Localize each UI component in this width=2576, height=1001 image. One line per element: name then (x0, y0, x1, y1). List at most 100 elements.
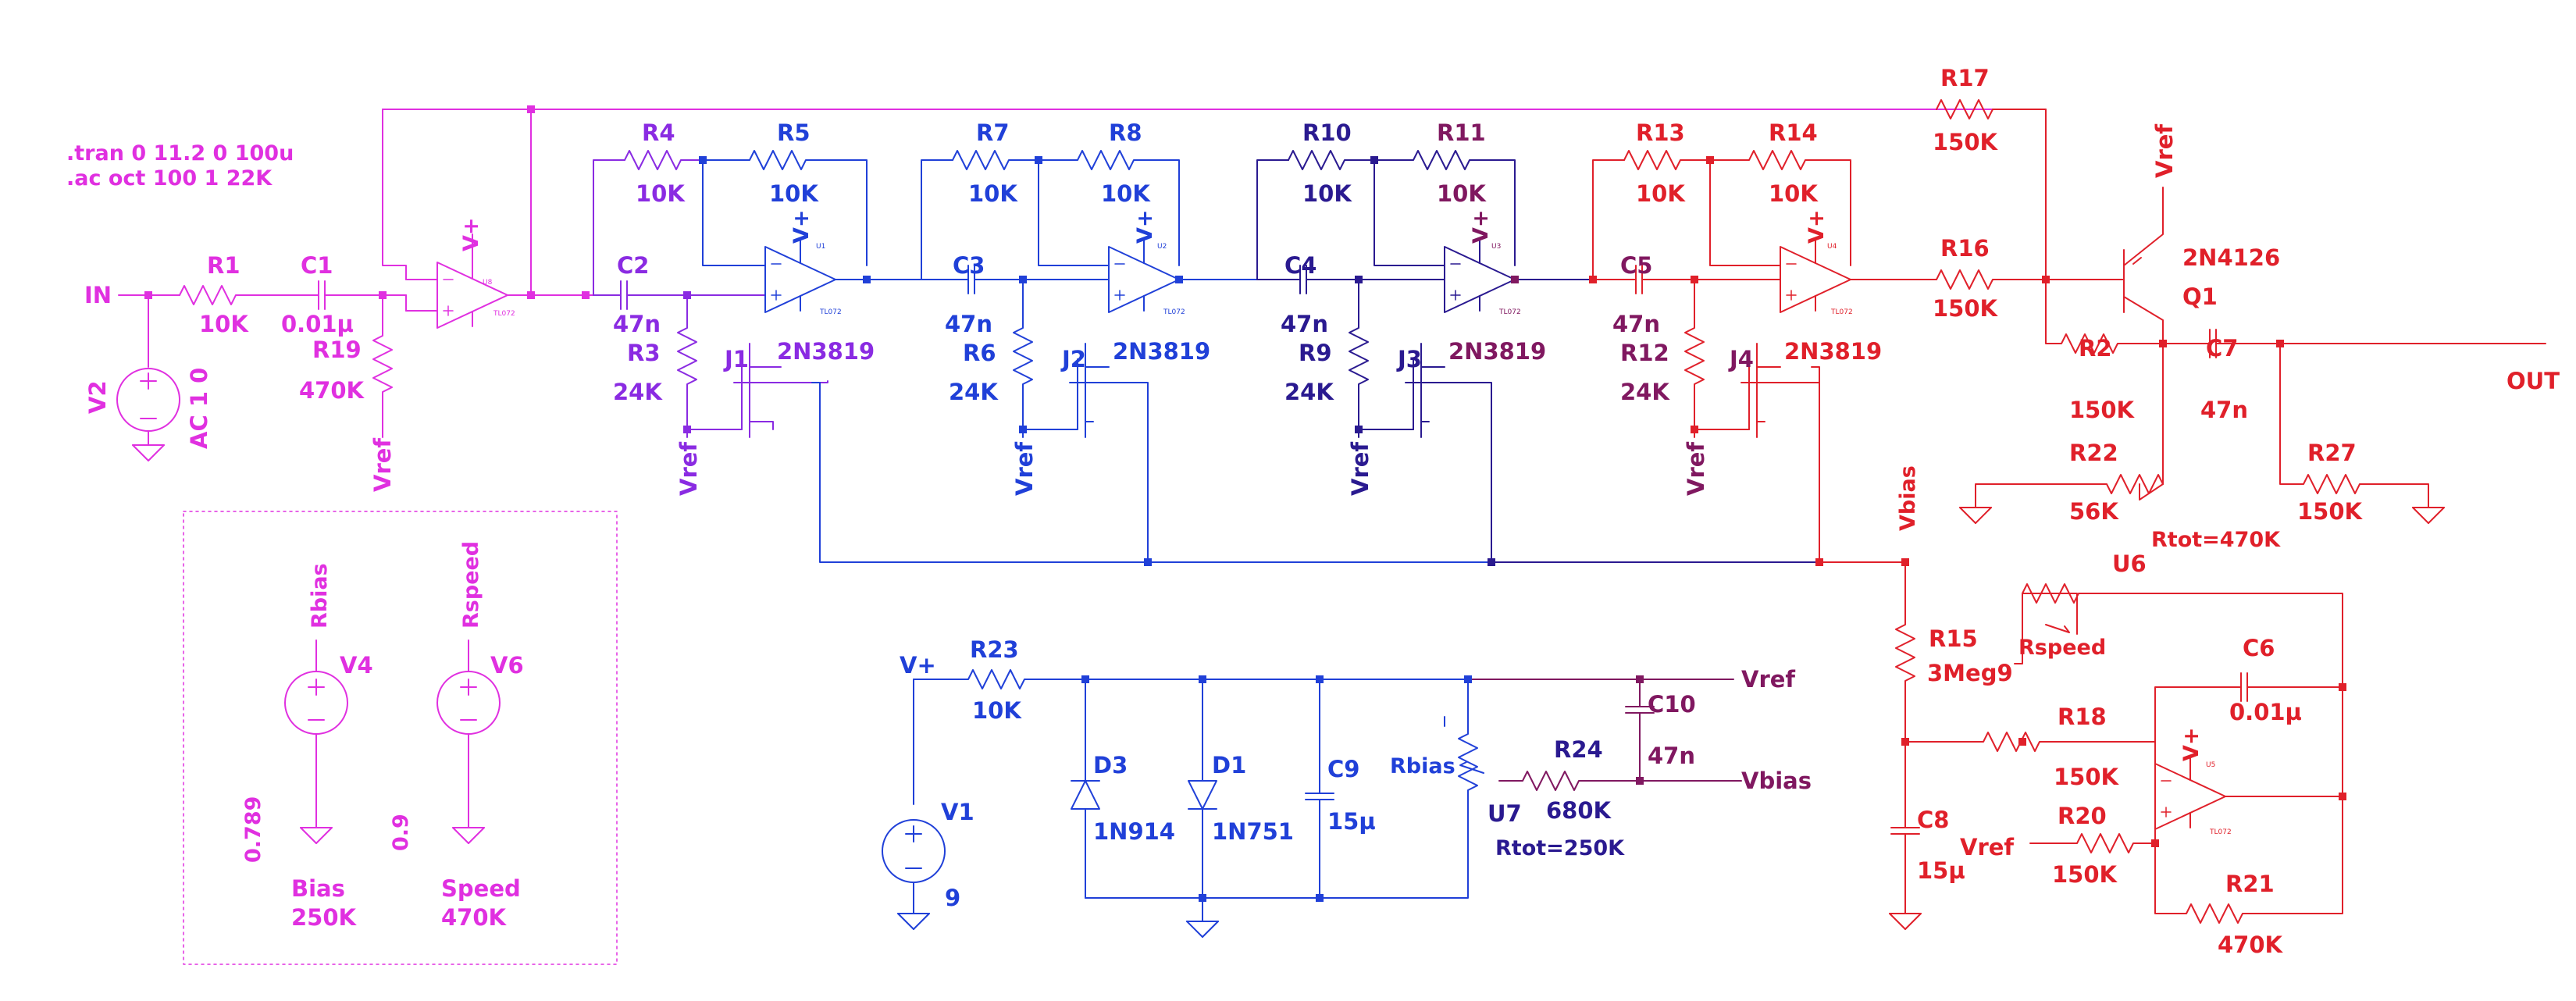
lfo (1811, 366, 2343, 930)
r11-ref: R11 (1437, 119, 1486, 146)
u3-model: TL072 (1498, 308, 1521, 316)
v2-value: AC 1 0 (186, 368, 212, 449)
r17-value: 150K (1933, 129, 1999, 155)
v4-ref: V4 (340, 652, 373, 679)
r20-value: 150K (2052, 861, 2118, 888)
d3-model: 1N914 (1093, 818, 1175, 845)
r3-ref: R3 (627, 340, 661, 366)
vref-label-stage-1: Vref (675, 442, 702, 496)
c4-ref: C4 (1284, 252, 1317, 279)
r15-value: 3Meg9 (1927, 660, 2013, 686)
u2-ref: U2 (1157, 243, 1167, 251)
c8-ref: C8 (1917, 807, 1949, 833)
r1-value: 10K (199, 311, 249, 337)
c10-value: 47n (1648, 743, 1695, 769)
c1-ref: C1 (301, 252, 333, 279)
u2-supply: V+ (1133, 209, 1157, 244)
vplus-label-supply: V+ (900, 652, 936, 679)
u3-ref: U3 (1491, 243, 1501, 251)
c4-value: 47n (1281, 311, 1328, 337)
u1-model: TL072 (819, 308, 842, 316)
rspeed-wiper: Rspeed (2018, 636, 2106, 660)
rbias-wiper: Rbias (1390, 754, 1455, 778)
r12-ref: R12 (1620, 340, 1669, 366)
j1-model: 2N3819 (777, 338, 875, 365)
d3-ref: D3 (1093, 752, 1128, 778)
c6-value: 0.01µ (2229, 699, 2302, 725)
r22-ref: R22 (2069, 440, 2118, 466)
rbias-net-label: Rbias (308, 563, 332, 629)
j2-ref: J2 (1060, 346, 1086, 372)
u3-supply: V+ (1469, 209, 1493, 244)
u5-ref: U5 (2206, 761, 2215, 769)
r21-ref: R21 (2225, 871, 2275, 897)
vref-label-supply: Vref (1741, 666, 1795, 693)
v6-ref: V6 (490, 652, 524, 679)
u4-supply: V+ (1805, 209, 1829, 244)
r8-value: 10K (1101, 180, 1151, 207)
vbias-label-lfo: Vbias (1896, 465, 1920, 531)
v6-value: 0.9 (389, 814, 413, 851)
input-stage (116, 109, 2047, 461)
r10-ref: R10 (1302, 119, 1352, 146)
net-label-in: IN (84, 282, 112, 308)
r18-ref: R18 (2058, 704, 2107, 730)
r9-value: 24K (1284, 379, 1334, 405)
r27-value: 150K (2297, 498, 2364, 525)
supply (882, 669, 1484, 938)
r13-ref: R13 (1636, 119, 1685, 146)
r16-ref: R16 (1940, 235, 1990, 262)
r21-value: 470K (2218, 932, 2284, 958)
j3-ref: J3 (1396, 346, 1422, 372)
r6-ref: R6 (963, 340, 996, 366)
bias-filter (1467, 679, 1742, 791)
r18-value: 150K (2054, 764, 2120, 790)
allpass-stage-2 (921, 150, 1492, 563)
r15-ref: R15 (1929, 625, 1978, 652)
c10-ref: C10 (1648, 691, 1696, 718)
vref-label-stage-2: Vref (1011, 442, 1038, 496)
c9-value: 15µ (1327, 808, 1376, 835)
rspeed-net-label: Rspeed (459, 541, 483, 629)
allpass-stage-1 (593, 150, 828, 438)
r9-ref: R9 (1299, 340, 1332, 366)
u5-supply: V+ (2179, 727, 2204, 761)
r7-value: 10K (968, 180, 1018, 207)
vbias-label-supply: Vbias (1741, 768, 1812, 794)
u4-ref: U4 (1827, 243, 1837, 251)
j1-ref: J1 (723, 346, 749, 372)
d1-model: 1N751 (1212, 818, 1294, 845)
c5-ref: C5 (1620, 252, 1652, 279)
c8-value: 15µ (1917, 857, 1965, 884)
u7-ref: U7 (1488, 800, 1522, 827)
bias-label: Bias (291, 875, 345, 902)
u6-ref: U6 (2112, 550, 2147, 577)
c7-ref: C7 (2206, 335, 2238, 362)
u5-model: TL072 (2209, 828, 2232, 836)
net-label-out: OUT (2507, 368, 2560, 394)
r5-value: 10K (769, 180, 819, 207)
u8-model: TL072 (493, 310, 515, 318)
vref-label-stage-3: Vref (1347, 442, 1374, 496)
c5-value: 47n (1612, 311, 1660, 337)
c7-value: 47n (2200, 397, 2248, 423)
allpass-stage-3 (1256, 150, 1820, 563)
junction-dots (144, 105, 2346, 902)
r17-ref: R17 (1940, 65, 1990, 91)
speed-range: 470K (441, 904, 508, 931)
directive-ac: .ac oct 100 1 22K (66, 166, 273, 191)
directive-tran: .tran 0 11.2 0 100u (66, 141, 294, 166)
u2-model: TL072 (1163, 308, 1185, 316)
v2-ref: V2 (84, 380, 111, 414)
vref-label-stage-4: Vref (1683, 442, 1709, 496)
r16-value: 150K (1933, 295, 1999, 322)
j3-model: 2N3819 (1448, 338, 1546, 365)
q1-model: 2N4126 (2182, 244, 2280, 271)
r19-value: 470K (299, 377, 365, 404)
v1-ref: V1 (941, 799, 974, 825)
vref-label-lfo: Vref (1960, 834, 2014, 860)
c2-value: 47n (613, 311, 661, 337)
j2-model: 2N3819 (1113, 338, 1210, 365)
r11-value: 10K (1437, 180, 1487, 207)
output-stage (1936, 99, 2546, 524)
